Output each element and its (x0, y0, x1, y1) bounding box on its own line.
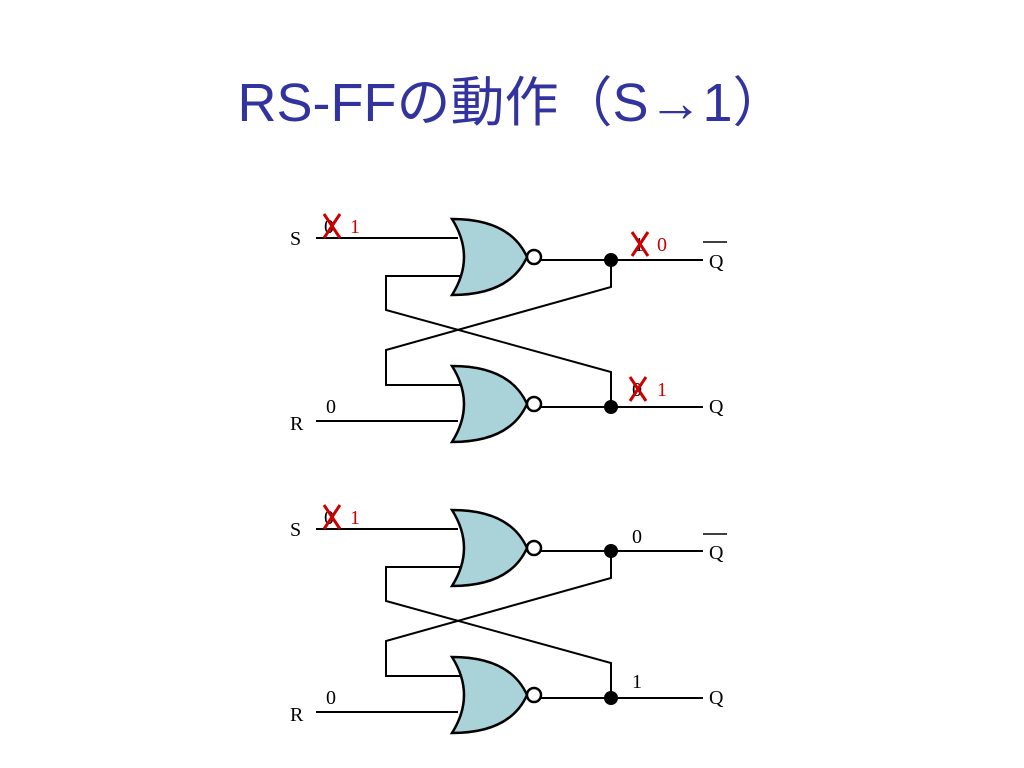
strike-mark (630, 231, 650, 257)
qbar-label: Q (709, 251, 724, 273)
qbar-value: 0 (632, 526, 642, 548)
junction-dot (604, 253, 618, 267)
feedback-wire-qbar (385, 551, 612, 677)
r-value: 0 (326, 687, 336, 709)
q-new-value: 1 (657, 379, 667, 401)
q-label: Q (709, 396, 724, 418)
feedback-wire-q (385, 275, 612, 407)
feedback-wire-q (385, 566, 612, 698)
r-value: 0 (326, 396, 336, 418)
qbar-new-value: 0 (657, 234, 667, 256)
r-label: R (290, 413, 304, 435)
upper-nor-gate (450, 508, 543, 588)
lower-nor-gate (450, 364, 543, 444)
lower-nor-gate (450, 655, 543, 735)
s-new-value: 1 (350, 507, 360, 529)
strike-mark (322, 504, 342, 530)
r-label: R (290, 704, 304, 726)
s-old-value: 0 (324, 216, 334, 238)
circuit-transition: S R 0 0 1 1 0 0 1 Q Q (290, 213, 727, 444)
q-label: Q (709, 687, 724, 709)
upper-nor-gate (450, 217, 543, 297)
qbar-label: Q (709, 542, 724, 564)
s-old-value: 0 (324, 507, 334, 529)
circuit-settled: S R 0 0 1 0 1 Q Q (290, 504, 727, 735)
feedback-wire-qbar (385, 260, 612, 386)
junction-dot (604, 400, 618, 414)
strike-mark (322, 213, 342, 239)
strike-mark (628, 376, 648, 402)
q-value: 1 (632, 671, 642, 693)
junction-dot (604, 544, 618, 558)
junction-dot (604, 691, 618, 705)
s-label: S (290, 519, 301, 541)
s-new-value: 1 (350, 216, 360, 238)
s-label: S (290, 228, 301, 250)
slide-title: RS-FFの動作（S→1） (237, 73, 787, 133)
